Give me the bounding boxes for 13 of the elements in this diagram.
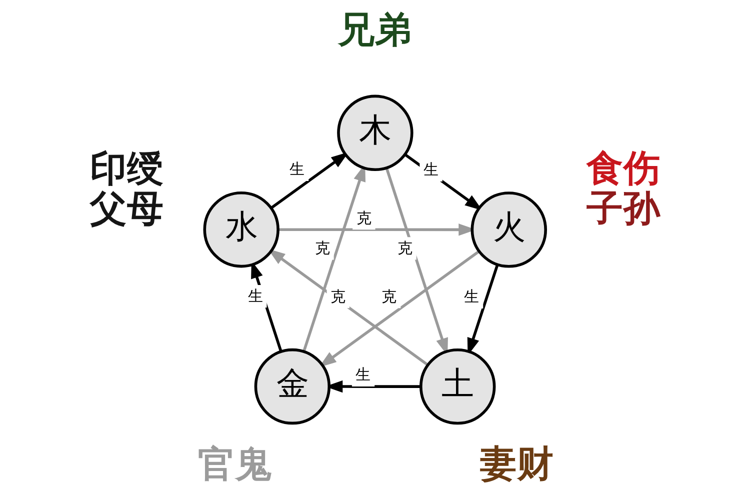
edge-label: 克 xyxy=(330,286,346,305)
edge-label: 生 xyxy=(464,287,480,306)
edge-label: 生 xyxy=(423,160,438,178)
node-label: 官鬼 xyxy=(198,442,272,486)
edge-label: 生 xyxy=(356,365,371,384)
edge-label: 克 xyxy=(314,238,330,256)
node-label: 兄弟 xyxy=(338,8,412,51)
edge-label: 克 xyxy=(356,208,372,226)
edge-label: 克 xyxy=(382,286,397,305)
edge-label: 生 xyxy=(248,286,263,304)
edge-label: 克 xyxy=(398,238,413,256)
node-label: 妻财 xyxy=(480,441,554,484)
edge-label: 生 xyxy=(290,160,305,178)
